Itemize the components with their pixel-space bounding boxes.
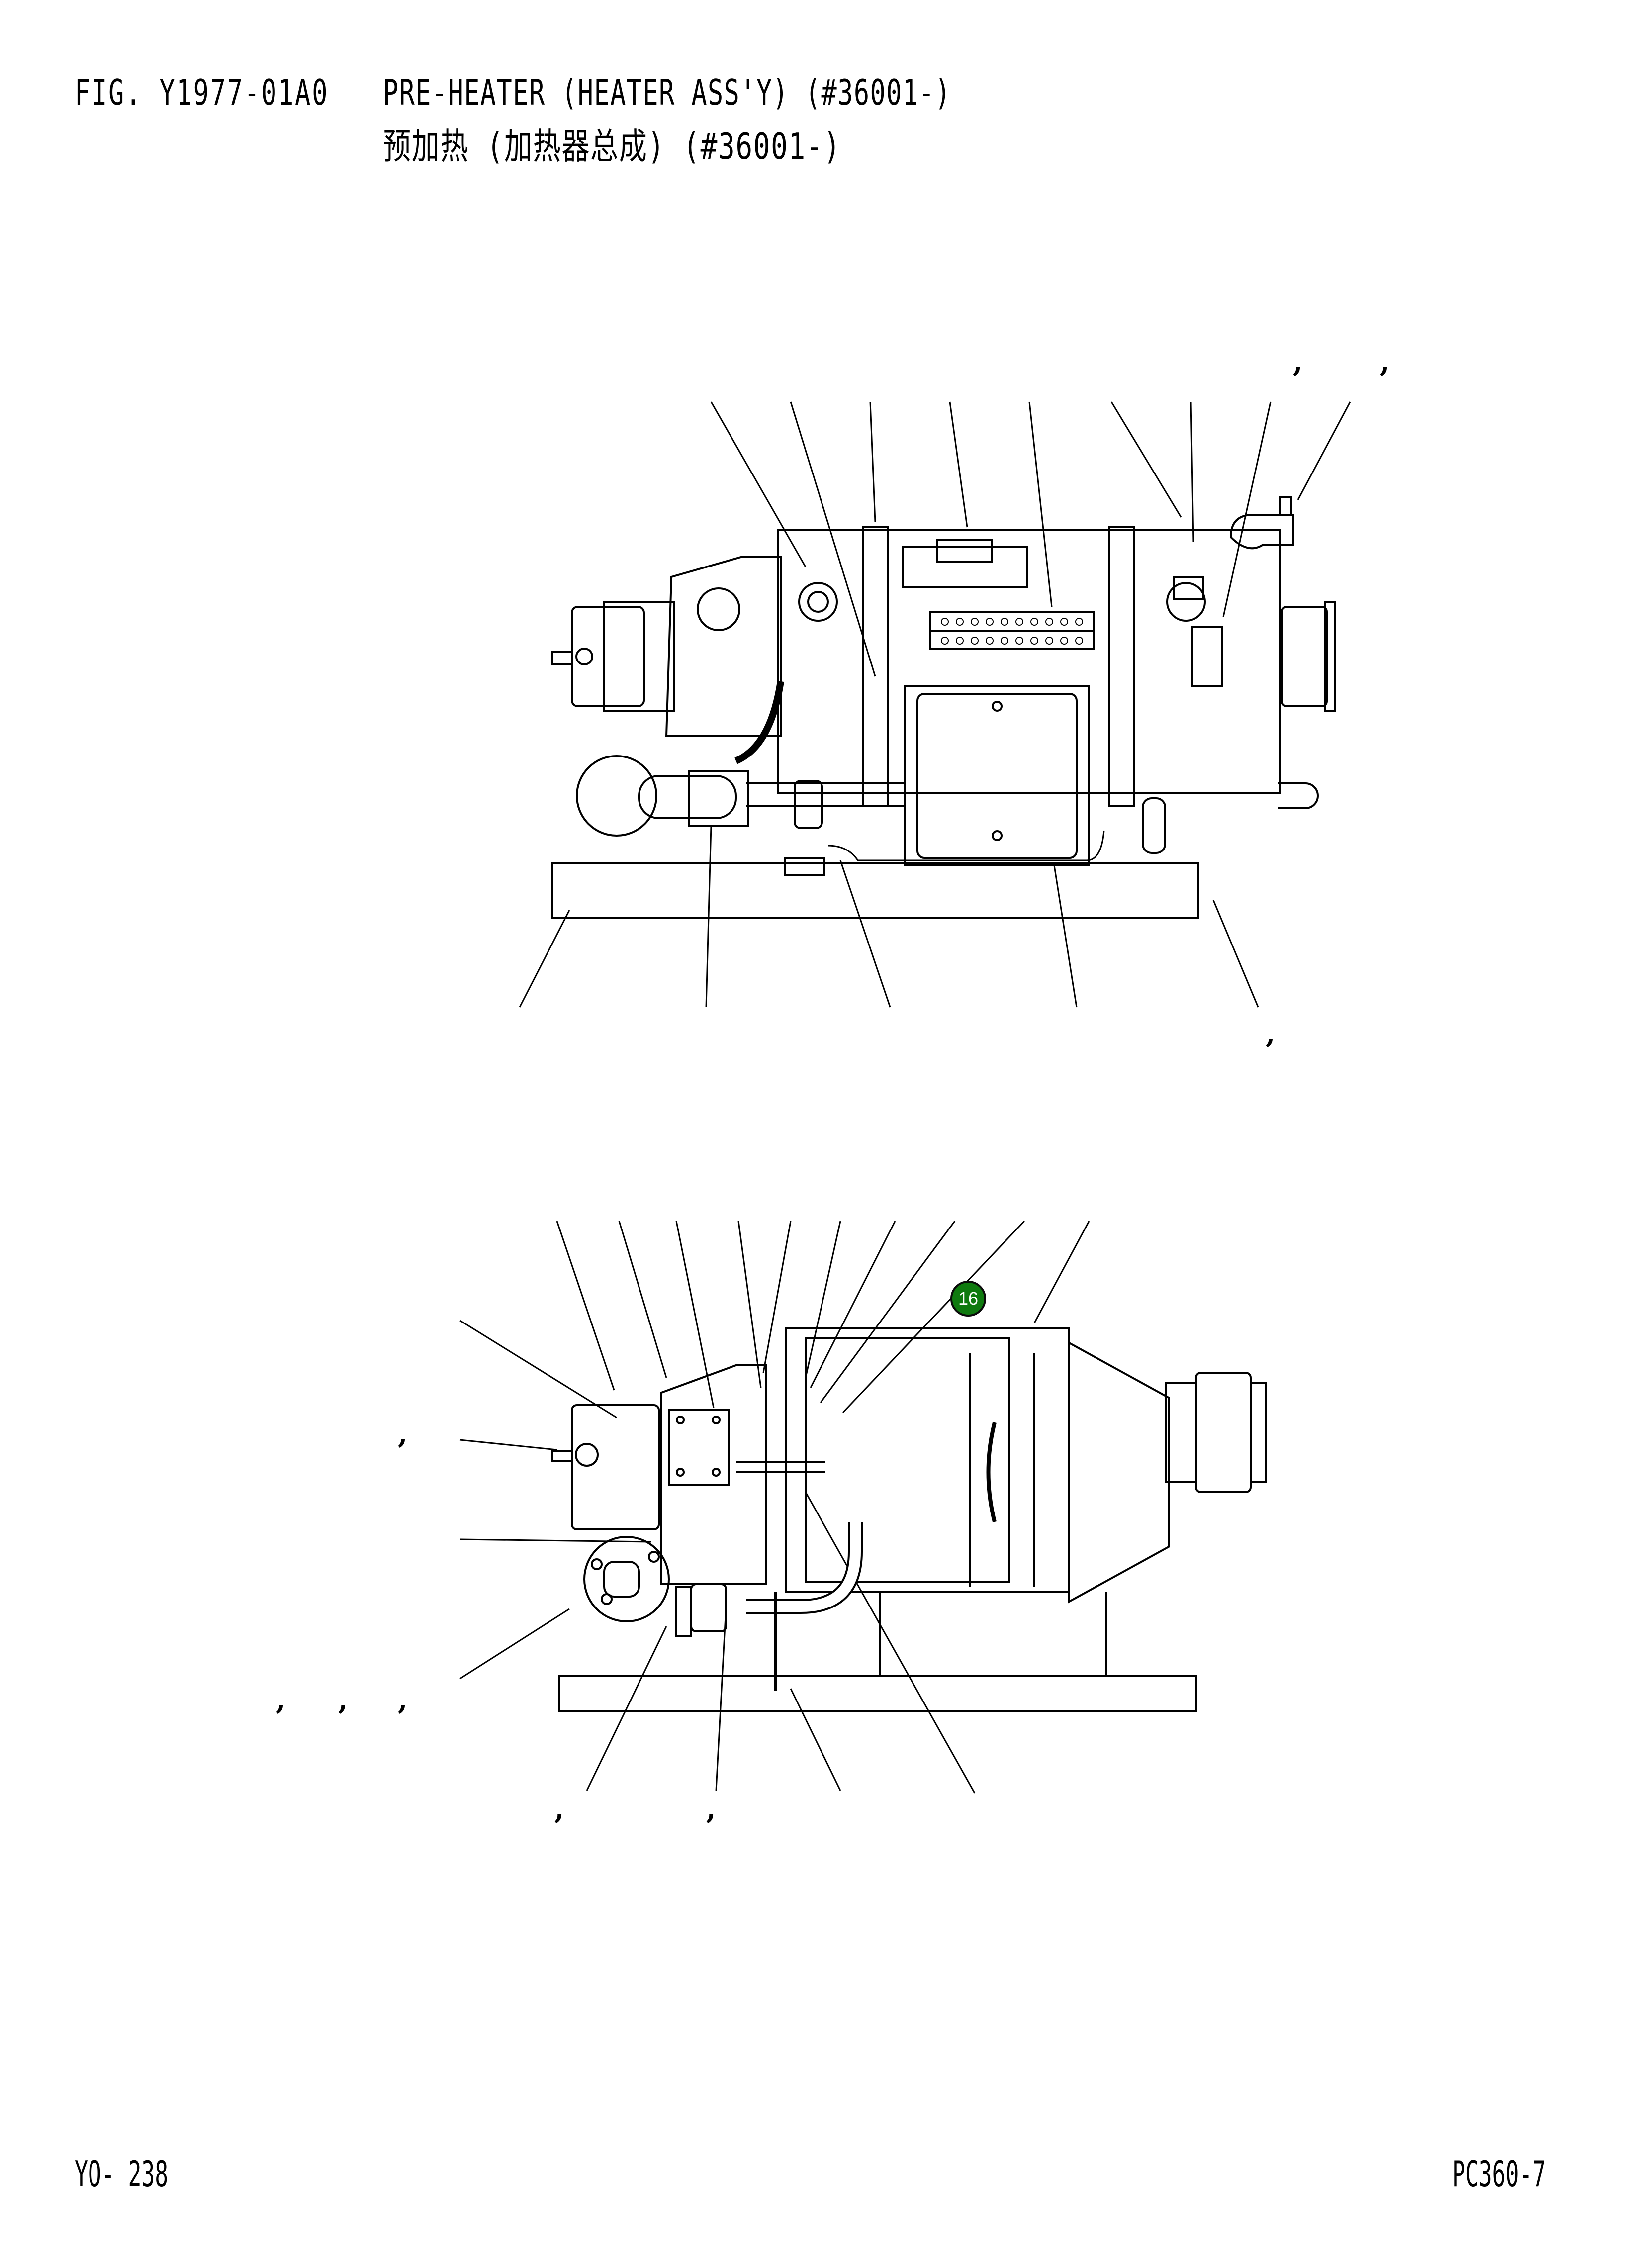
pump-housing: [668, 1409, 730, 1486]
title-chinese: 预加热 (加热器总成) (#36001-): [383, 125, 841, 167]
callout-separator: ,: [554, 1793, 564, 1826]
callout-separator: ,: [338, 1684, 348, 1716]
control-box: [904, 685, 1090, 866]
combustion-chamber: [785, 1327, 1070, 1593]
title-english: PRE-HEATER (HEATER ASS'Y) (#36001-): [383, 72, 951, 113]
callout-badge-16[interactable]: 16: [950, 1281, 986, 1317]
lower-bottom-leader-lines: [586, 1492, 976, 1794]
callout-separator: ,: [276, 1684, 286, 1716]
top-leader-lines: [710, 401, 1351, 677]
lower-motor: [571, 1404, 660, 1530]
figure-id: FIG. Y1977-01A0: [75, 72, 329, 113]
lower-base: [558, 1675, 1197, 1712]
base-plate: [551, 862, 1199, 919]
main-housing: [777, 529, 1281, 794]
lower-left-leader-lines: [459, 1320, 652, 1680]
inlet-flange: [583, 1536, 670, 1622]
top-view-diagram: [519, 401, 1351, 1008]
callout-separator: ,: [1266, 1017, 1276, 1050]
callout-separator: ,: [1380, 346, 1390, 378]
callout-separator: ,: [398, 1418, 408, 1450]
machine-model: PC360-7: [1452, 2153, 1546, 2195]
callout-separator: ,: [398, 1684, 408, 1716]
callout-separator: ,: [706, 1793, 716, 1826]
bottom-leader-lines: [519, 825, 1259, 1008]
page-reference: YO- 238: [75, 2153, 169, 2195]
callout-separator: ,: [1293, 346, 1303, 378]
